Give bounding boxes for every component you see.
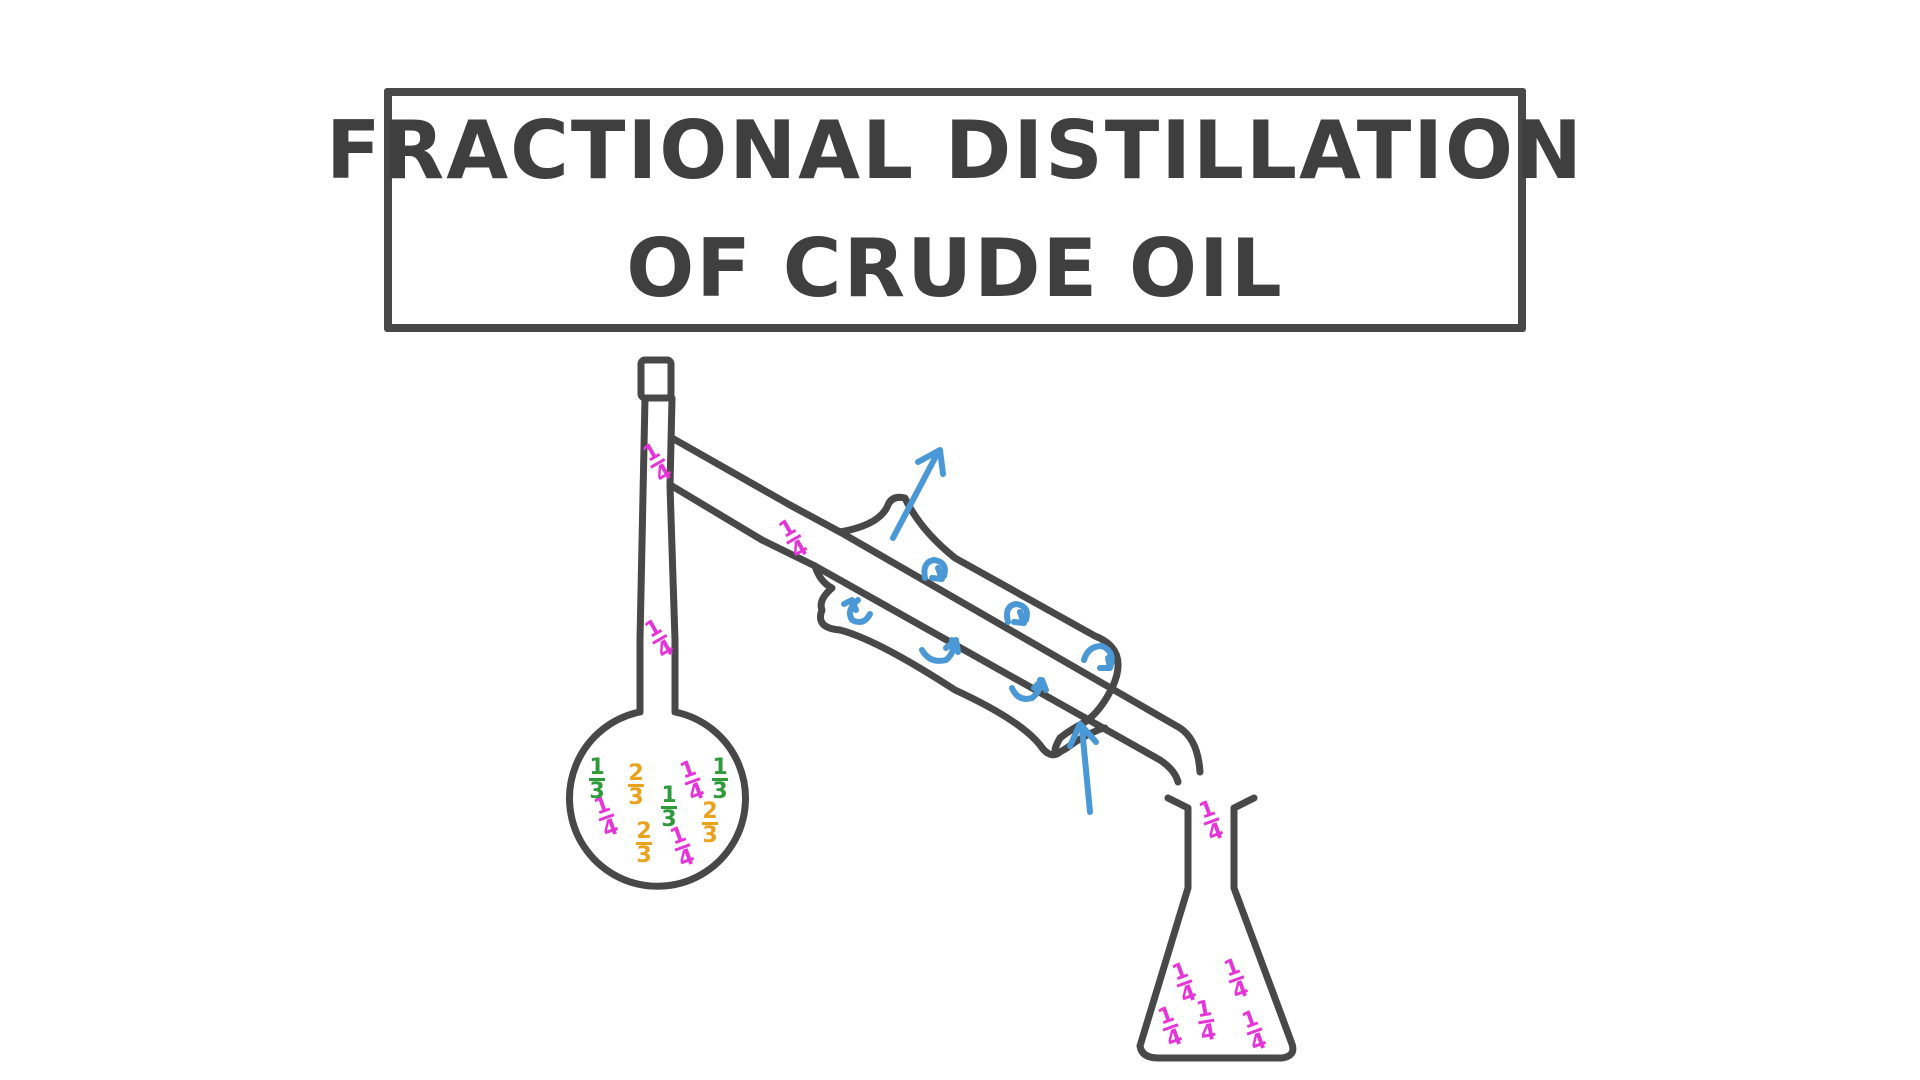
svg-text:4: 4 [1204, 818, 1227, 847]
fractionating-column [636, 394, 679, 644]
third-fractions: 13 13 13 [589, 755, 728, 832]
fraction-token: 14 [1221, 954, 1252, 1005]
fraction-token: 14 [1239, 1006, 1270, 1057]
svg-text:4: 4 [1163, 1024, 1186, 1053]
svg-text:3: 3 [712, 779, 727, 804]
svg-text:4: 4 [1199, 1020, 1218, 1047]
svg-text:3: 3 [702, 823, 717, 848]
title-line-2: OF CRUDE OIL [626, 222, 1284, 315]
svg-text:3: 3 [589, 779, 604, 804]
fraction-token: 13 [712, 755, 728, 804]
svg-text:1: 1 [1194, 996, 1213, 1023]
round-bottom-flask [566, 636, 749, 890]
svg-text:4: 4 [1229, 976, 1252, 1005]
side-arm [668, 434, 794, 544]
water-in-arrow-icon [1067, 721, 1099, 815]
svg-text:4: 4 [1247, 1028, 1270, 1057]
fraction-token: 23 [636, 819, 652, 868]
svg-text:1: 1 [589, 755, 604, 780]
svg-text:4: 4 [675, 844, 698, 873]
fraction-token: 14 [1194, 996, 1218, 1047]
condenser-inner-tube [811, 528, 1204, 786]
fraction-token: 14 [1155, 1002, 1186, 1053]
svg-text:2: 2 [702, 799, 717, 824]
condenser-jacket [758, 493, 1122, 759]
water-out-arrow-icon [890, 447, 946, 541]
stopper [637, 356, 675, 402]
svg-text:3: 3 [628, 785, 643, 810]
svg-text:2: 2 [636, 819, 651, 844]
fraction-token: 13 [589, 755, 605, 804]
circulation-arrows [841, 557, 1115, 702]
svg-text:1: 1 [712, 755, 727, 780]
fraction-token: 13 [661, 783, 677, 832]
fraction-token: 23 [702, 799, 718, 848]
fraction-token: 23 [628, 761, 644, 810]
svg-text:1: 1 [661, 783, 676, 808]
svg-text:3: 3 [661, 807, 676, 832]
two-thirds-fractions: 23 23 23 [628, 761, 718, 868]
svg-text:4: 4 [599, 814, 622, 843]
conical-flask [1136, 794, 1297, 1062]
title-line-1: FRACTIONAL DISTILLATION [326, 104, 1584, 197]
fraction-token: 14 [1196, 796, 1227, 847]
svg-text:2: 2 [628, 761, 643, 786]
svg-text:3: 3 [636, 843, 651, 868]
title-box: FRACTIONAL DISTILLATION OF CRUDE OIL [326, 88, 1582, 332]
